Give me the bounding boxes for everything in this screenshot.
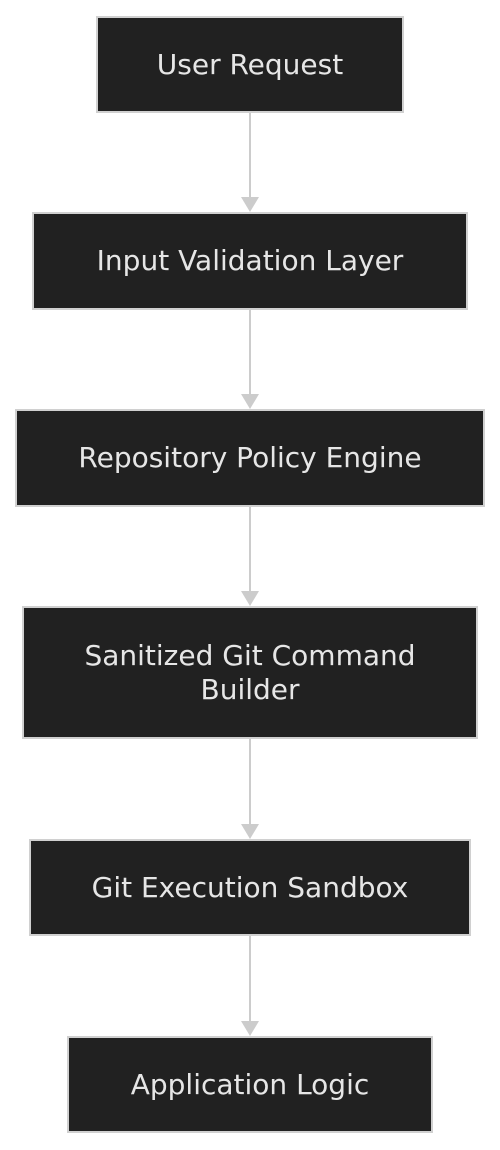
arrowhead-icon (241, 1021, 259, 1036)
arrowhead-icon (241, 197, 259, 212)
node-user-request: User Request (96, 16, 404, 113)
node-label: Git Execution Sandbox (91, 870, 409, 904)
node-sanitized-git-command-builder: Sanitized Git Command Builder (22, 606, 478, 739)
node-label: Sanitized Git Command Builder (84, 638, 416, 706)
node-label: Input Validation Layer (96, 244, 404, 277)
arrowhead-icon (241, 824, 259, 839)
node-git-execution-sandbox: Git Execution Sandbox (29, 839, 471, 936)
node-label: Repository Policy Engine (78, 441, 422, 474)
node-application-logic: Application Logic (67, 1036, 433, 1133)
node-label: User Request (156, 47, 344, 81)
node-repository-policy-engine: Repository Policy Engine (15, 409, 485, 507)
node-label: Application Logic (130, 1067, 370, 1101)
arrowhead-icon (241, 394, 259, 409)
arrowhead-icon (241, 591, 259, 606)
node-input-validation-layer: Input Validation Layer (32, 212, 468, 310)
